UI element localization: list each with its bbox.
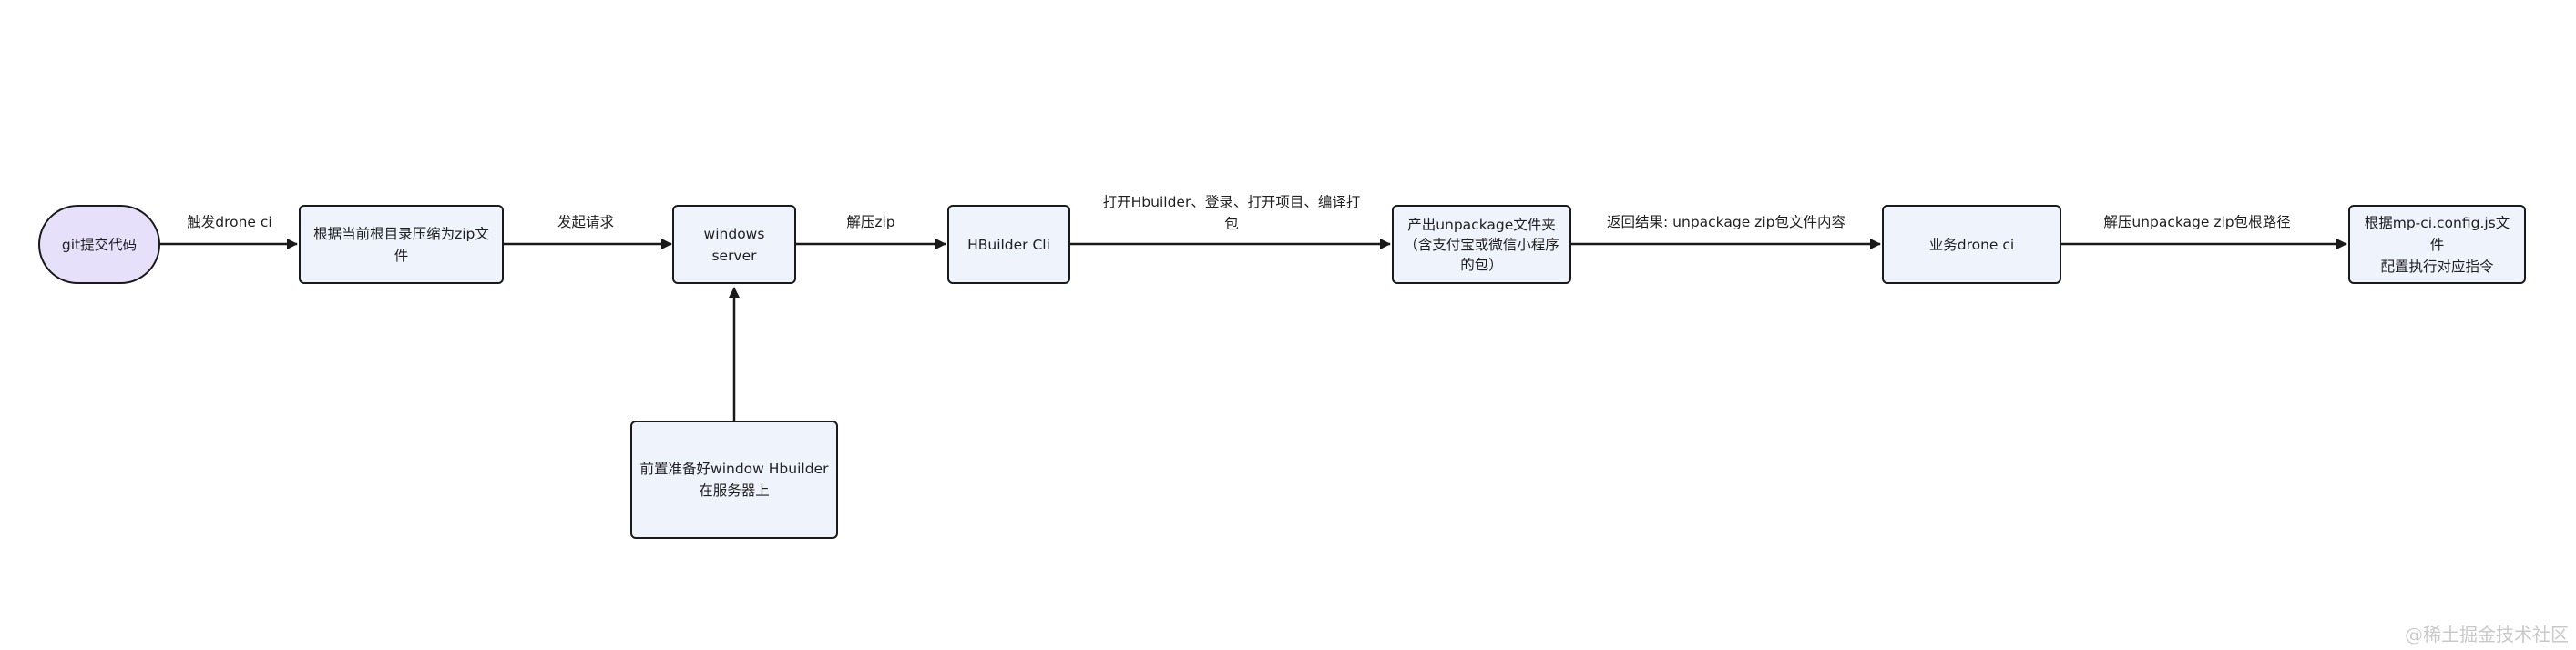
node-label: 前置准备好window Hbuilder 在服务器上 [639, 461, 829, 499]
node-mp-ci-config[interactable]: 根据mp-ci.config.js文件 配置执行对应指令 [2348, 205, 2526, 284]
node-label: 产出unpackage文件夹 （含支付宝或微信小程序 的包） [1404, 216, 1559, 273]
node-label: 根据mp-ci.config.js文件 配置执行对应指令 [2364, 214, 2510, 275]
node-business-drone[interactable]: 业务drone ci [1882, 205, 2061, 284]
node-git-commit[interactable]: git提交代码 [38, 205, 160, 284]
node-hbuilder-cli[interactable]: HBuilder Cli [947, 205, 1070, 284]
node-windows-server[interactable]: windows server [672, 205, 796, 284]
node-prepare-hbuilder[interactable]: 前置准备好window Hbuilder 在服务器上 [630, 421, 838, 539]
node-zip-compress[interactable]: 根据当前根目录压缩为zip文件 [299, 205, 504, 284]
edge-label-unzip-root: 解压unpackage zip包根路径 [2101, 211, 2293, 233]
node-label: HBuilder Cli [967, 236, 1050, 253]
edge-label-return-result: 返回结果: unpackage zip包文件内容 [1605, 211, 1847, 233]
watermark: @稀土掘金技术社区 [2405, 624, 2569, 645]
edge-label-unzip: 解压zip [844, 211, 897, 233]
edge-label-trigger-drone: 触发drone ci [185, 211, 274, 233]
node-unpackage-output[interactable]: 产出unpackage文件夹 （含支付宝或微信小程序 的包） [1392, 205, 1571, 284]
node-label: 业务drone ci [1928, 236, 2015, 253]
node-label: windows server [703, 225, 765, 264]
node-label: git提交代码 [61, 236, 138, 253]
node-label: 根据当前根目录压缩为zip文件 [313, 225, 489, 264]
edge-label-send-request: 发起请求 [555, 211, 617, 233]
edge-label-open-hbuilder: 打开Hbuilder、登录、打开项目、编译打 包 [1100, 191, 1363, 235]
